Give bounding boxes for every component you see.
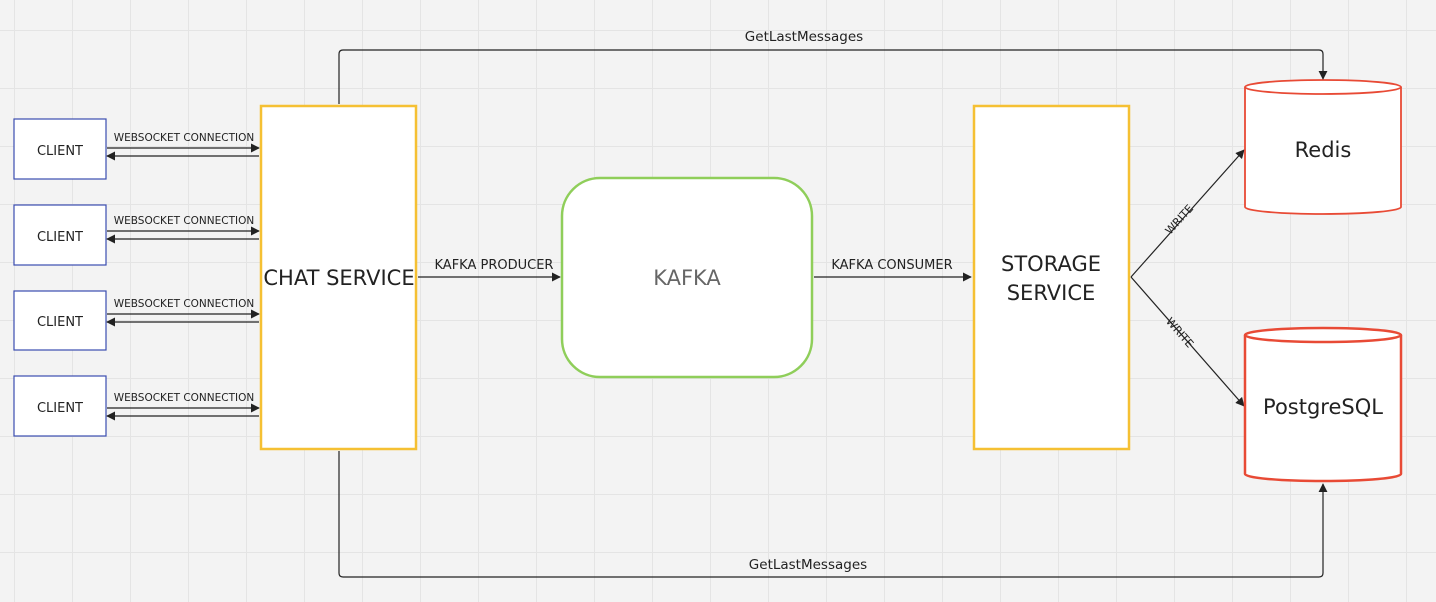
websocket-connection-4[interactable]: WEBSOCKET CONNECTION [106, 392, 260, 421]
chat-service-node[interactable]: CHAT SERVICE [259, 104, 418, 451]
client-node-4[interactable]: CLIENT [13, 375, 107, 437]
websocket-connection-label: WEBSOCKET CONNECTION [114, 215, 254, 227]
chat-service-label: CHAT SERVICE [263, 266, 414, 290]
write-postgres-edge[interactable]: WRITE [1130, 276, 1245, 407]
write-redis-edge[interactable]: WRITE [1130, 149, 1245, 278]
storage-service-node[interactable]: STORAGE SERVICE [972, 104, 1131, 451]
client-label: CLIENT [37, 144, 83, 159]
kafka-producer-label: KAFKA PRODUCER [435, 258, 554, 273]
websocket-connection-label: WEBSOCKET CONNECTION [114, 392, 254, 404]
redis-database-node[interactable]: Redis [1244, 79, 1402, 215]
client-node-2[interactable]: CLIENT [13, 204, 107, 266]
postgres-database-node[interactable]: PostgreSQL [1243, 326, 1403, 483]
websocket-connection-3[interactable]: WEBSOCKET CONNECTION [106, 298, 260, 327]
kafka-consumer-edge[interactable]: KAFKA CONSUMER [814, 258, 972, 282]
websocket-connection-label: WEBSOCKET CONNECTION [114, 298, 254, 310]
client-label: CLIENT [37, 401, 83, 416]
websocket-connection-1[interactable]: WEBSOCKET CONNECTION [106, 132, 260, 161]
kafka-node[interactable]: KAFKA [560, 176, 814, 379]
websocket-connection-2[interactable]: WEBSOCKET CONNECTION [106, 215, 260, 244]
storage-service-label-line1: STORAGE [1001, 252, 1101, 276]
redis-label: Redis [1295, 138, 1352, 162]
client-label: CLIENT [37, 230, 83, 245]
kafka-consumer-label: KAFKA CONSUMER [831, 258, 952, 273]
kafka-producer-edge[interactable]: KAFKA PRODUCER [418, 258, 561, 282]
get-last-messages-bottom-edge[interactable]: GetLastMessages [338, 451, 1328, 578]
write-redis-label: WRITE [1163, 202, 1196, 237]
kafka-label: KAFKA [653, 266, 721, 290]
write-postgres-label: WRITE [1163, 315, 1196, 350]
client-node-3[interactable]: CLIENT [13, 290, 107, 351]
get-last-messages-bottom-label: GetLastMessages [749, 557, 867, 573]
postgres-label: PostgreSQL [1263, 395, 1383, 419]
websocket-connection-label: WEBSOCKET CONNECTION [114, 132, 254, 144]
client-label: CLIENT [37, 315, 83, 330]
get-last-messages-top-edge[interactable]: GetLastMessages [338, 29, 1328, 104]
storage-service-label-line2: SERVICE [1007, 281, 1096, 305]
get-last-messages-top-label: GetLastMessages [745, 29, 863, 45]
client-node-1[interactable]: CLIENT [13, 118, 107, 180]
